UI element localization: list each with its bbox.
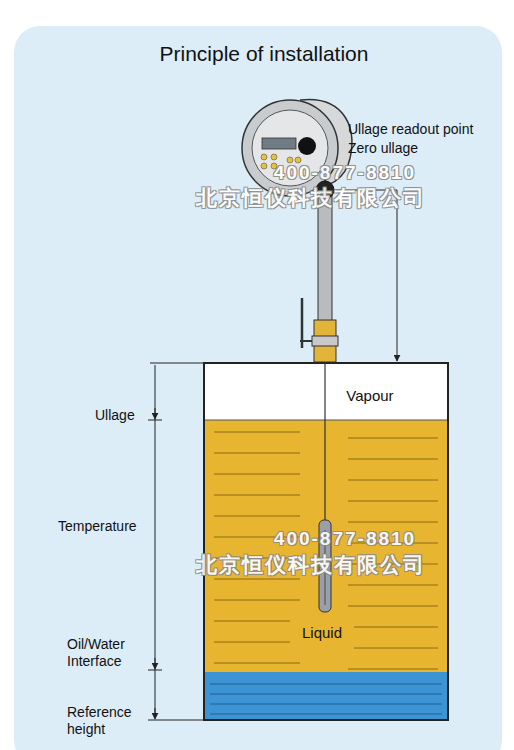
- oil-stroke: [214, 516, 300, 517]
- gauge-knob: [298, 137, 316, 155]
- band-label: Vapour: [346, 387, 393, 405]
- callout-label: Ullage readout point: [348, 121, 473, 138]
- water-waves: [210, 684, 442, 714]
- dimension-tick: [148, 420, 162, 421]
- oil-stroke: [214, 474, 300, 475]
- water-layer: [205, 672, 447, 719]
- tank-outline: [204, 363, 448, 720]
- valve-handle: [301, 298, 304, 348]
- dimension-label: Oil/Water Interface: [67, 636, 151, 670]
- tank-body: [204, 363, 448, 720]
- readout-leader: [334, 190, 397, 361]
- dimension-tick: [148, 670, 162, 671]
- dimension-tick: [150, 363, 204, 364]
- oil-stroke: [214, 453, 300, 454]
- valve-body: [312, 336, 338, 346]
- oil-strokes: [214, 432, 438, 669]
- oil-stroke: [348, 438, 438, 439]
- oil-stroke: [348, 501, 438, 502]
- oil-stroke: [348, 669, 438, 670]
- dimension-arrow: [155, 408, 156, 419]
- dimension-label: Temperature: [58, 518, 137, 535]
- oil-stroke: [214, 495, 300, 496]
- oil-stroke: [354, 627, 438, 628]
- water-wave: [210, 694, 442, 695]
- oil-stroke: [214, 621, 290, 622]
- oil-stroke: [214, 579, 300, 580]
- oil-layer: [205, 420, 447, 672]
- watermark: 北京恒仪科技有限公司: [196, 553, 426, 577]
- oil-surface: [205, 420, 447, 421]
- oil-stroke: [348, 585, 438, 586]
- water-wave: [210, 684, 442, 685]
- oil-stroke: [348, 459, 438, 460]
- dimension-arrow: [155, 658, 156, 669]
- dimension-arrow: [155, 708, 156, 719]
- vapour-band: Vapour: [206, 365, 446, 419]
- water-wave: [210, 704, 442, 705]
- gauge-display: [262, 138, 296, 149]
- oil-stroke: [348, 522, 438, 523]
- oil-stroke: [354, 648, 438, 649]
- band-label: Liquid: [302, 624, 342, 642]
- dimension-line: [155, 365, 156, 718]
- dimension-tick: [148, 720, 204, 721]
- watermark: 400-877-8810: [274, 528, 416, 550]
- oil-stroke: [214, 642, 290, 643]
- dimension-label: Reference height: [67, 704, 147, 738]
- oil-stroke: [214, 600, 300, 601]
- dimension-label: Ullage: [95, 407, 135, 424]
- tape: [324, 362, 325, 520]
- watermark: 北京恒仪科技有限公司: [196, 186, 426, 210]
- background-panel: [14, 26, 502, 750]
- oil-stroke: [348, 606, 438, 607]
- callout-label: Zero ullage: [348, 140, 418, 157]
- oil-stroke: [348, 480, 438, 481]
- pipe: [318, 190, 332, 322]
- watermark: 400-877-8810: [274, 162, 416, 184]
- diagram-title: Principle of installation: [160, 42, 369, 66]
- oil-stroke: [214, 432, 300, 433]
- water-wave: [210, 714, 442, 715]
- oil-stroke: [214, 663, 300, 664]
